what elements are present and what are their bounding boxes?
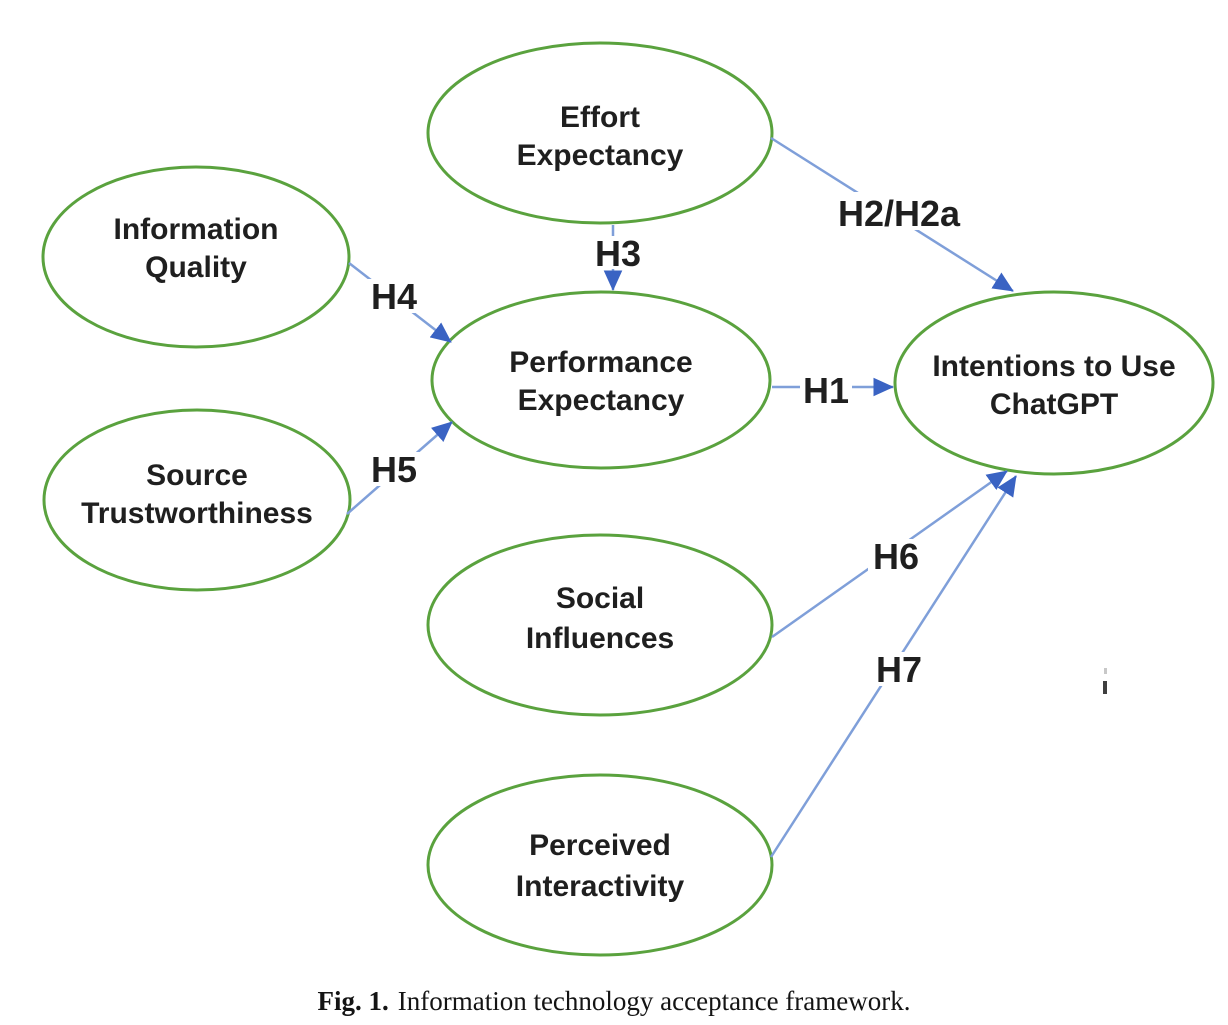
h6-label: H6	[873, 536, 919, 577]
h6-label-bg	[868, 539, 924, 573]
h3-label: H3	[595, 233, 641, 274]
performance-expectancy-label-line2: Expectancy	[518, 384, 685, 417]
node-information-quality: Information Quality	[41, 165, 351, 349]
h7-label: H7	[876, 649, 922, 690]
h3-label-bg	[593, 236, 644, 269]
social-influences-label-line2: Influences	[526, 622, 674, 655]
node-social-influences: Social Influences	[426, 533, 774, 717]
effort-expectancy-label-line2: Expectancy	[517, 139, 684, 172]
figure-caption-label: Fig. 1.	[317, 986, 389, 1016]
edge-h1: H1	[772, 370, 894, 411]
figure-caption-text: Information technology acceptance framew…	[397, 986, 911, 1016]
h5-label: H5	[371, 449, 417, 490]
h2-label-bg	[833, 192, 965, 230]
social-influences-label-line1: Social	[556, 582, 644, 615]
h4-label-bg	[366, 279, 422, 313]
node-intentions-to-use-chatgpt: Intentions to Use ChatGPT	[893, 290, 1215, 476]
information-quality-ellipse	[41, 165, 351, 349]
performance-expectancy-ellipse	[430, 290, 772, 470]
intentions-label-line2: ChatGPT	[990, 388, 1118, 421]
node-performance-expectancy: Performance Expectancy	[430, 290, 772, 470]
node-effort-expectancy: Effort Expectancy	[426, 41, 774, 225]
h7-label-bg	[871, 652, 927, 686]
edge-h2: H2/H2a	[770, 136, 1014, 293]
source-trustworthiness-ellipse	[42, 408, 352, 592]
figure-caption: Fig. 1. Information technology acceptance…	[0, 986, 1228, 1017]
edge-h5: H5	[346, 421, 453, 515]
node-perceived-interactivity: Perceived Interactivity	[426, 773, 774, 957]
perceived-interactivity-ellipse	[426, 773, 774, 957]
stray-dot-light	[1104, 668, 1107, 674]
source-trustworthiness-label-line1: Source	[146, 459, 248, 492]
information-quality-label-line2: Quality	[145, 251, 247, 284]
performance-expectancy-label-line1: Performance	[509, 346, 692, 379]
edge-h7: H7	[769, 475, 1018, 858]
intentions-label-line1: Intentions to Use	[932, 350, 1175, 383]
edge-h6: H6	[771, 469, 1008, 639]
source-trustworthiness-label-line2: Trustworthiness	[81, 497, 313, 530]
h2-label: H2/H2a	[838, 193, 961, 234]
h4-label: H4	[371, 276, 417, 317]
edge-h4: H4	[348, 262, 452, 343]
information-quality-label-line1: Information	[114, 213, 279, 246]
stray-mark-artifact	[1103, 668, 1107, 694]
social-influences-ellipse	[426, 533, 774, 717]
perceived-interactivity-label-line1: Perceived	[529, 829, 671, 862]
h1-label-bg	[800, 371, 852, 406]
intentions-ellipse	[893, 290, 1215, 476]
h1-label: H1	[803, 370, 849, 411]
perceived-interactivity-label-line2: Interactivity	[516, 870, 685, 903]
stray-dot-dark	[1103, 681, 1107, 694]
h5-label-bg	[366, 452, 422, 486]
effort-expectancy-label-line1: Effort	[560, 101, 640, 134]
node-source-trustworthiness: Source Trustworthiness	[42, 408, 352, 592]
effort-expectancy-ellipse	[426, 41, 774, 225]
edge-h3: H3	[593, 225, 644, 291]
